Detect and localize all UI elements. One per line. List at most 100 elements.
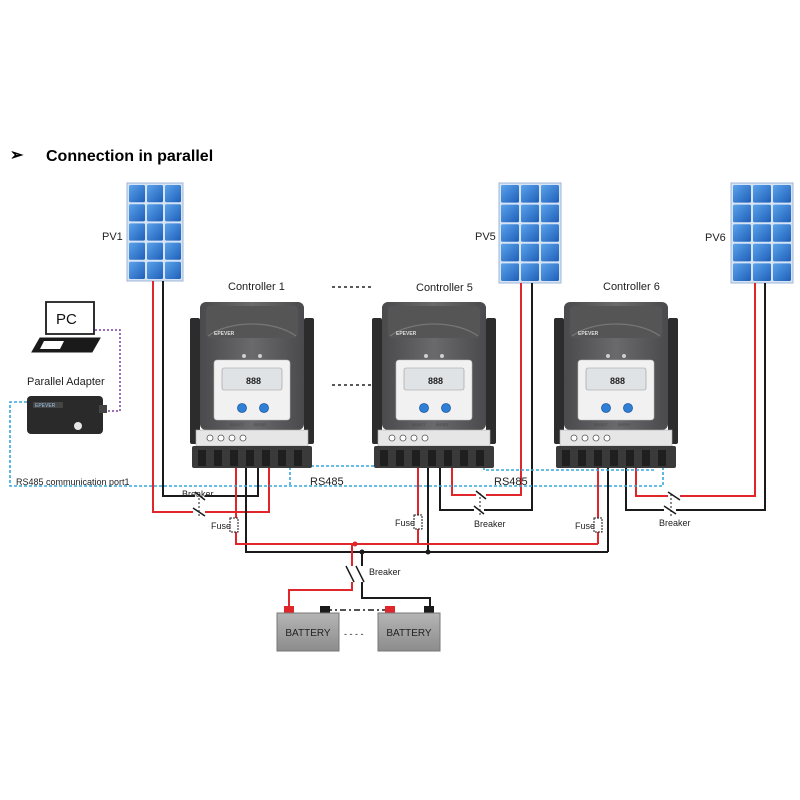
breaker-5-label: Breaker bbox=[474, 519, 506, 529]
breaker-1-label: Breaker bbox=[182, 489, 214, 499]
terminal-screw-icon bbox=[217, 434, 225, 442]
solar-cell bbox=[773, 243, 791, 262]
solar-cell bbox=[733, 224, 751, 242]
rs485-port-label: RS485 communication port1 bbox=[16, 477, 130, 487]
controller-select-label: SELECT bbox=[594, 423, 608, 427]
solar-cell bbox=[165, 185, 181, 203]
solar-cell bbox=[541, 224, 559, 242]
solar-cell bbox=[147, 261, 163, 279]
controller-fin-left bbox=[190, 318, 200, 444]
controller-select-button bbox=[601, 403, 611, 413]
controller-base-slot bbox=[476, 450, 484, 466]
solar-cell bbox=[501, 204, 519, 223]
controller-base-slot bbox=[278, 450, 286, 466]
battery-2: BATTERY bbox=[377, 606, 441, 652]
terminal-screw-icon bbox=[592, 434, 600, 442]
controller-lcd-digits: 888 bbox=[610, 376, 625, 386]
fuse-1-body bbox=[229, 517, 239, 533]
parallel-adapter: Parallel Adapter EPEVER bbox=[27, 376, 107, 434]
solar-cell bbox=[541, 243, 559, 262]
fuse-5: Fuse bbox=[395, 514, 423, 530]
solar-cell bbox=[147, 204, 163, 222]
controller-base-slot bbox=[460, 450, 468, 466]
battery-ellipsis: - - - - bbox=[344, 629, 364, 639]
heading: ➢ Connection in parallel bbox=[10, 147, 213, 165]
solar-cell bbox=[521, 204, 539, 223]
adapter-port-icon bbox=[74, 422, 82, 430]
solar-cell bbox=[165, 223, 181, 241]
fuse-6-body bbox=[593, 517, 603, 533]
fuse-6: Fuse bbox=[575, 517, 603, 533]
solar-cell bbox=[147, 242, 163, 260]
controller-enter-label: ENTER bbox=[254, 423, 266, 427]
breaker-6: Breaker bbox=[659, 491, 691, 528]
breaker-1-switch-a bbox=[194, 491, 206, 501]
breaker-6-label: Breaker bbox=[659, 518, 691, 528]
controller-base-slot bbox=[626, 450, 634, 466]
pv1-positive-wire bbox=[152, 281, 193, 513]
controller-fin-left bbox=[554, 318, 564, 444]
solar-cell bbox=[733, 263, 751, 281]
controller-lcd bbox=[585, 367, 647, 391]
battery-2-positive-terminal bbox=[385, 606, 395, 614]
controller-lcd-digits: 888 bbox=[246, 376, 261, 386]
controller-indicator-icon bbox=[622, 354, 626, 358]
main-positive-to-battery bbox=[288, 582, 353, 610]
battery-1-body bbox=[276, 612, 340, 652]
pv-panel-5-cells bbox=[498, 182, 562, 284]
bus-junction-c5 bbox=[425, 549, 431, 555]
solar-cell bbox=[521, 185, 539, 203]
adapter-brand: EPEVER bbox=[35, 403, 56, 409]
solar-cell bbox=[147, 223, 163, 241]
breaker-main-switch-a bbox=[345, 565, 355, 583]
solar-cell bbox=[501, 243, 519, 262]
controller-lcd bbox=[221, 367, 283, 391]
battery-1-label: BATTERY bbox=[285, 628, 331, 639]
controller-base-slot bbox=[198, 450, 206, 466]
breaker-5: Breaker bbox=[473, 490, 506, 529]
terminal-screw-icon bbox=[410, 434, 418, 442]
solar-cell bbox=[129, 223, 145, 241]
solar-cell bbox=[521, 263, 539, 281]
controller-enter-button bbox=[259, 403, 269, 413]
controller-select-label: SELECT bbox=[230, 423, 244, 427]
controller-indicator-icon bbox=[258, 354, 262, 358]
solar-cell bbox=[165, 261, 181, 279]
controller-base-slot bbox=[230, 450, 238, 466]
fuse-5-body bbox=[413, 514, 423, 530]
pv5-negative-wire bbox=[484, 283, 533, 511]
pv6-positive-wire bbox=[680, 283, 756, 497]
heading-title: Connection in parallel bbox=[46, 148, 213, 165]
controller-fin-left bbox=[372, 318, 382, 444]
adapter-body bbox=[27, 396, 103, 434]
breaker-5-switch-b bbox=[473, 505, 485, 515]
controller-base-slot bbox=[594, 450, 602, 466]
controller-top-cap bbox=[206, 306, 298, 338]
controller-lcd bbox=[403, 367, 465, 391]
breaker-main: Breaker bbox=[345, 565, 401, 583]
controller-fin-right bbox=[668, 318, 678, 444]
controller-indicator-icon bbox=[606, 354, 610, 358]
solar-cell bbox=[541, 185, 559, 203]
breaker-main-label: Breaker bbox=[369, 567, 401, 577]
controller-base-slot bbox=[428, 450, 436, 466]
solar-cell bbox=[501, 263, 519, 281]
controller-select-button bbox=[237, 403, 247, 413]
controller-brand: EPEVER bbox=[578, 331, 599, 337]
controller-select-button bbox=[419, 403, 429, 413]
terminal-screw-icon bbox=[581, 434, 589, 442]
solar-cell bbox=[147, 185, 163, 203]
controller-top-cap bbox=[388, 306, 480, 338]
solar-cell bbox=[773, 263, 791, 281]
solar-cell bbox=[129, 242, 145, 260]
adapter-usb-port bbox=[99, 405, 107, 413]
solar-cell bbox=[773, 185, 791, 203]
breaker-6-switch-b bbox=[663, 505, 677, 515]
solar-cell bbox=[521, 243, 539, 262]
pc-usb-link bbox=[95, 329, 121, 412]
controller-base-slot bbox=[262, 450, 270, 466]
solar-cell bbox=[773, 204, 791, 223]
solar-cell bbox=[129, 204, 145, 222]
